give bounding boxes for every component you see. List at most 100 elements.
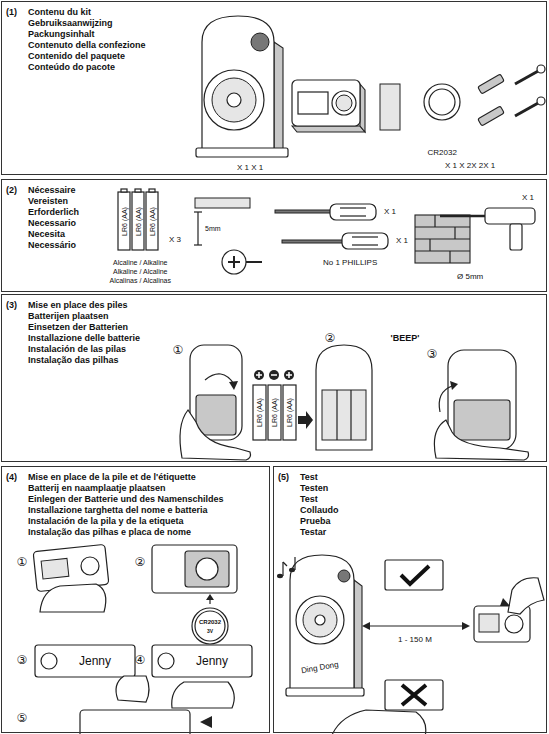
coin-battery xyxy=(192,608,228,644)
cross-box xyxy=(402,685,426,705)
step-heading: Testar xyxy=(300,527,339,538)
sound-label: 'BEEP' xyxy=(391,334,420,343)
screw xyxy=(537,65,545,73)
heading-lines: NécessaireVereistenErforderlichNecessari… xyxy=(28,185,79,251)
battery-label: LR6 (AA) xyxy=(256,398,263,427)
step-heading-group: (4)Mise en place de la pile et de l'étiq… xyxy=(6,472,269,538)
brick-wall xyxy=(415,250,470,251)
callout-number: ② xyxy=(135,556,146,568)
quantity-label: X 1 X 2X 2X 1 xyxy=(445,162,495,170)
chime-battery-compartment xyxy=(322,390,366,440)
heading-lines: TestTestenTestCollaudoPruebaTestar xyxy=(300,472,339,538)
aa-battery xyxy=(135,189,141,192)
pressed-button xyxy=(500,598,510,606)
flat-screwdriver xyxy=(330,204,376,220)
phillips-screwdriver xyxy=(352,236,378,237)
wall-plug xyxy=(478,74,505,126)
coin-battery xyxy=(424,84,460,120)
hand xyxy=(330,710,426,734)
chime-battery-compartment xyxy=(316,345,372,450)
hand-closing-chime xyxy=(439,386,452,412)
aa-battery xyxy=(258,372,260,378)
range-arrow xyxy=(362,622,370,630)
drill xyxy=(510,224,522,250)
mounting-detail xyxy=(222,250,246,274)
drill xyxy=(440,208,535,250)
music-note xyxy=(277,557,295,578)
label-sheet xyxy=(380,84,400,130)
quantity-label: X 1 xyxy=(396,237,408,245)
pressed-button xyxy=(508,578,544,614)
aa-battery xyxy=(268,385,281,440)
hand-opening-chime xyxy=(180,345,251,460)
step-heading: Instalación de la pila y de la etiqueta xyxy=(28,516,224,527)
coin-battery xyxy=(429,89,455,115)
step-heading: Contenuto della confezione xyxy=(28,40,146,51)
quantity-label: X 1 xyxy=(522,194,534,202)
aa-battery xyxy=(118,192,130,250)
flat-screwdriver xyxy=(275,210,331,213)
hand-opening-button xyxy=(81,557,99,575)
aa-battery xyxy=(269,370,279,380)
callout-number: ① xyxy=(173,344,184,356)
hand-opening-button xyxy=(40,584,106,612)
chime-battery-compartment xyxy=(316,345,372,450)
aa-battery xyxy=(118,189,158,250)
step-heading: Instalación de las pilas xyxy=(28,344,140,355)
wall-plug xyxy=(478,74,505,94)
coin-battery xyxy=(424,84,460,120)
open-push-button xyxy=(206,594,214,600)
heading-lines: Contenu du kitGebruiksaanwijzingPackungs… xyxy=(28,7,146,73)
aa-battery xyxy=(298,411,313,429)
push-button xyxy=(292,80,360,126)
battery-note: Alcalinas / Alcalinas xyxy=(110,277,171,284)
battery-label: LR6 (AA) xyxy=(120,207,127,236)
brick-wall xyxy=(415,226,470,227)
aa-battery xyxy=(149,189,155,192)
pressed-button xyxy=(474,578,544,642)
brick-wall xyxy=(449,251,450,263)
brick-wall xyxy=(454,227,455,239)
step-heading: Mise en place des piles xyxy=(28,300,140,311)
button-assembly xyxy=(200,716,212,728)
step-heading: Collaudo xyxy=(300,505,339,516)
step-heading: Batterijen plaatsen xyxy=(28,311,140,322)
door-chime xyxy=(274,42,283,150)
hand-opening-chime xyxy=(229,381,238,390)
battery-label: LR6 (AA) xyxy=(286,398,293,427)
step-heading: Test xyxy=(300,494,339,505)
door-chime xyxy=(303,603,337,637)
coin-battery xyxy=(195,611,225,641)
heading-lines: Mise en place des pilesBatterijen plaats… xyxy=(28,300,140,366)
screw xyxy=(537,97,545,105)
screw xyxy=(515,102,540,116)
step-panel: (4)Mise en place de la pile et de l'étiq… xyxy=(1,466,270,733)
brick-wall xyxy=(415,215,470,263)
aa-battery xyxy=(284,370,294,380)
flat-screwdriver xyxy=(275,204,376,220)
screw xyxy=(515,65,545,116)
door-chime xyxy=(227,93,241,107)
callout-number: ⑤ xyxy=(17,712,28,724)
quantity-label: X 1 X 1 xyxy=(237,164,263,172)
step-number: (5) xyxy=(278,472,300,538)
aa-battery xyxy=(288,372,290,378)
step-heading: Necessario xyxy=(28,218,79,229)
door-chime xyxy=(196,16,288,157)
phillips-screwdriver xyxy=(352,244,378,245)
battery-type: CR2032 xyxy=(428,149,457,157)
step-heading-group: (3)Mise en place des pilesBatterijen pla… xyxy=(6,300,546,366)
step-heading: Necessário xyxy=(28,240,79,251)
flat-screwdriver xyxy=(340,207,366,208)
phillips-screwdriver xyxy=(282,233,388,249)
battery-label: LR6 (AA) xyxy=(148,207,155,236)
name-tag xyxy=(35,645,135,677)
cross-box xyxy=(402,685,426,705)
pressed-button xyxy=(505,615,523,633)
step-number: (2) xyxy=(6,185,28,251)
music-note xyxy=(289,568,295,572)
door-chime xyxy=(204,70,264,130)
step-heading: Necesita xyxy=(28,229,79,240)
push-button xyxy=(292,80,365,132)
door-chime xyxy=(202,16,274,150)
